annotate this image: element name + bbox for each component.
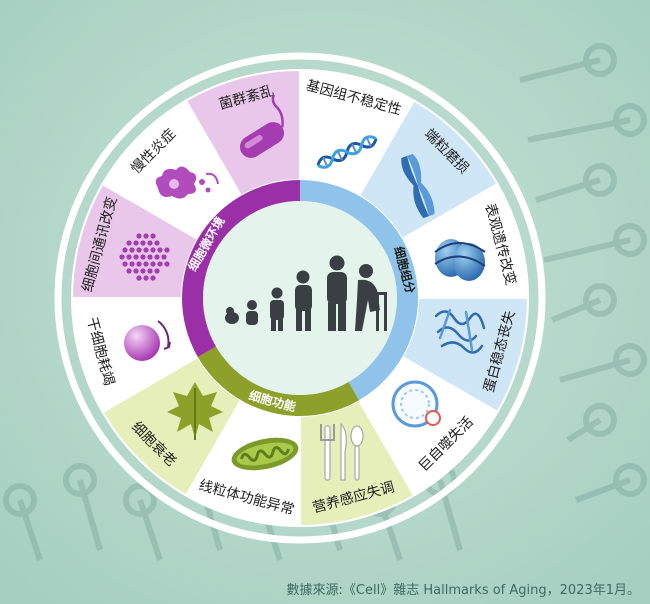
bg-strand-head: [123, 483, 157, 517]
cell-dot: [147, 268, 153, 274]
leaf-icon: [167, 382, 223, 440]
cell-dot: [150, 275, 156, 281]
bg-strand: [519, 57, 601, 83]
cell-dot: [136, 275, 142, 281]
cell-dot: [150, 233, 156, 239]
bg-strand: [77, 479, 103, 551]
ring-cell-microenvironment: [182, 180, 300, 357]
cell-dot: [161, 254, 167, 260]
cell-dot: [154, 268, 160, 274]
cell-dot: [164, 247, 170, 253]
protein-structure-icon: [434, 308, 486, 354]
lysosome-icon: [391, 380, 441, 428]
bg-strand-head: [63, 463, 97, 497]
bg-strand-head: [613, 103, 647, 137]
cell-dot: [143, 275, 149, 281]
bacterium-icon: [239, 94, 285, 158]
cell-dot: [129, 261, 135, 267]
bg-strand-head: [583, 283, 617, 317]
category-ring: [182, 180, 418, 416]
nucleosome-icon: [434, 239, 486, 281]
bg-strand: [543, 237, 631, 263]
cell-dot: [133, 268, 139, 274]
bg-strand: [535, 177, 601, 203]
bg-strand: [17, 499, 43, 561]
bg-strand-head: [583, 403, 617, 437]
bg-strand-head: [583, 43, 617, 77]
cell-dot: [136, 233, 142, 239]
ring-cell-components: [300, 180, 418, 401]
bg-strand: [137, 499, 163, 561]
dna-helix-icon: [316, 135, 378, 169]
bg-strand: [559, 357, 631, 383]
cell-dot: [143, 261, 149, 267]
cell-dot: [129, 247, 135, 253]
bg-strand-head: [613, 343, 647, 377]
cell-dot: [143, 233, 149, 239]
bg-strand-head: [613, 223, 647, 257]
macrophage-icon: [155, 166, 219, 199]
cell-dot: [126, 268, 132, 274]
source-note: 數據來源:《Cell》雜志 Hallmarks of Aging，2023年1月…: [286, 583, 640, 598]
cell-dot: [126, 254, 132, 260]
ring-cell-function: [197, 346, 359, 416]
cell-dot: [119, 254, 125, 260]
cell-dot: [154, 254, 160, 260]
cell-dot: [136, 247, 142, 253]
cell-dots-icon: [119, 233, 170, 281]
bg-strand-head: [3, 483, 37, 517]
cell-dot: [133, 240, 139, 246]
cell-dot: [122, 261, 128, 267]
human-life-stages-icon: [225, 255, 387, 331]
bg-strand: [550, 297, 602, 323]
cell-dot: [133, 254, 139, 260]
bg-strand: [574, 477, 632, 503]
cell-dot: [150, 261, 156, 267]
cell-dot: [154, 240, 160, 246]
cell-dot: [140, 268, 146, 274]
cell-dot: [143, 247, 149, 253]
cell-dot: [140, 254, 146, 260]
cell-dot: [150, 247, 156, 253]
cell-dot: [157, 247, 163, 253]
stem-cell-icon: [124, 320, 171, 361]
cell-dot: [147, 240, 153, 246]
fork-knife-spoon-icon: [320, 422, 364, 481]
cell-dot: [122, 247, 128, 253]
outer-ring: [54, 52, 546, 544]
bg-strand: [566, 417, 602, 443]
cell-dot: [164, 261, 170, 267]
bg-strand-head: [613, 463, 647, 497]
bg-strand-head: [583, 163, 617, 197]
cell-dot: [136, 261, 142, 267]
cell-dot: [140, 240, 146, 246]
mitochondrion-icon: [231, 437, 299, 471]
bg-strand: [527, 117, 631, 143]
cell-dot: [147, 254, 153, 260]
cell-dot: [126, 240, 132, 246]
chromosome-icon: [401, 153, 435, 219]
cell-dot: [157, 261, 163, 267]
